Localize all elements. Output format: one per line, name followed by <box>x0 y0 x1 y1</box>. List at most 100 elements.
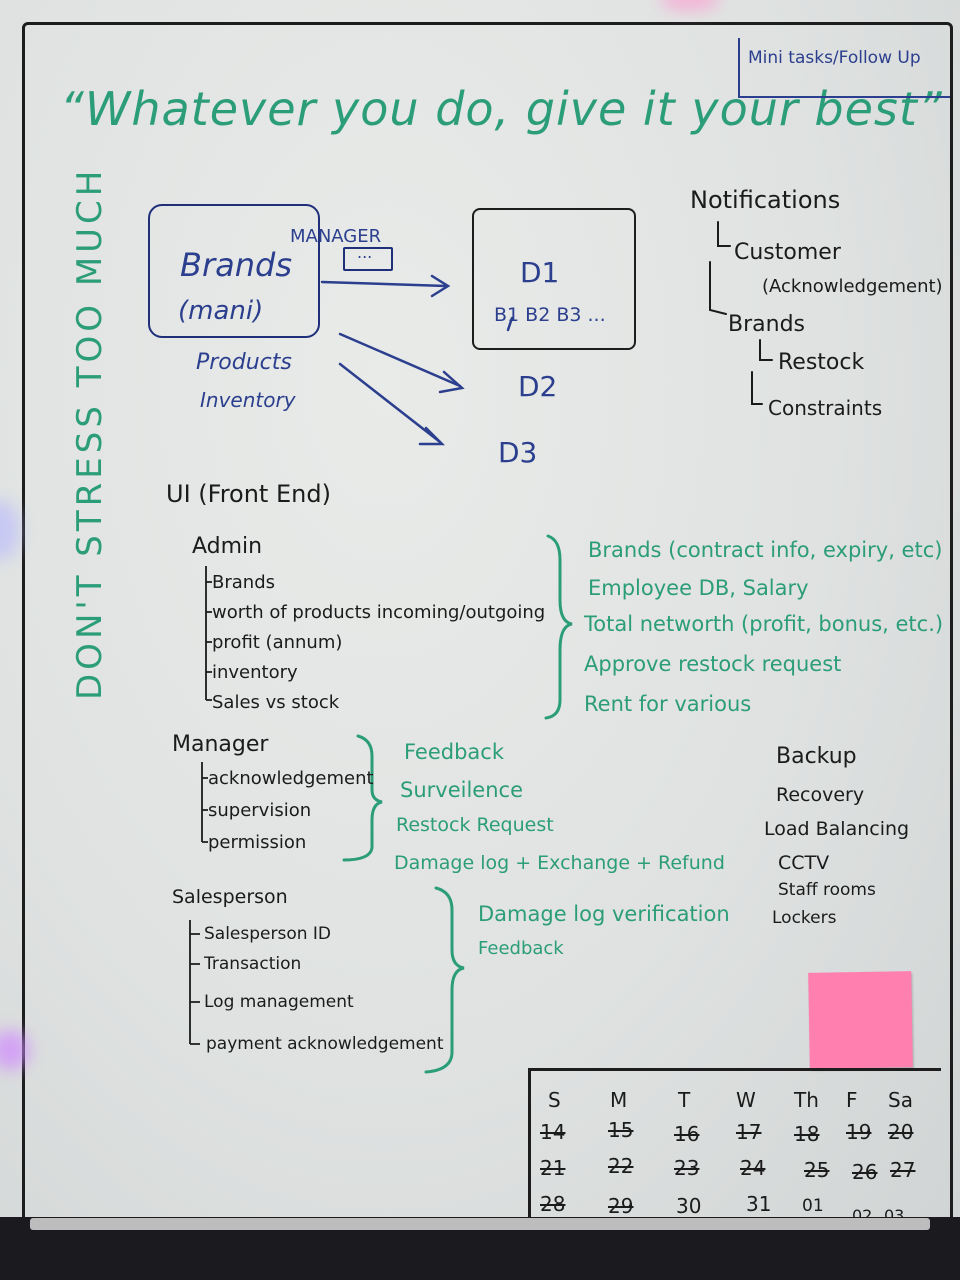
arrowhead-d3 <box>418 426 446 446</box>
mini-tasks-corner-box <box>738 38 950 98</box>
calendar-date: 20 <box>888 1120 914 1144</box>
salesperson-note: Feedback <box>478 938 564 959</box>
manager-note: Surveilence <box>400 778 523 802</box>
calendar-date: 29 <box>608 1194 634 1218</box>
admin-item: worth of products incoming/outgoing <box>212 602 546 623</box>
calendar-day-header: M <box>610 1088 628 1112</box>
notification-item: Restock <box>778 350 865 375</box>
tree-branch <box>709 261 727 315</box>
ops-item: Load Balancing <box>764 818 910 840</box>
calendar-date: 31 <box>746 1192 772 1216</box>
ops-item: Staff rooms <box>778 880 876 900</box>
admin-item: inventory <box>212 662 298 683</box>
tree-branch <box>759 339 773 361</box>
manager-brace <box>342 734 383 862</box>
manager-note: Damage log + Exchange + Refund <box>394 852 725 874</box>
notification-item: Brands <box>728 312 805 337</box>
manager-item: supervision <box>208 800 312 821</box>
calendar-date: 21 <box>540 1156 566 1180</box>
d1-box <box>472 208 636 350</box>
manager-label: MANAGER <box>290 226 382 247</box>
motivational-quote: “Whatever you do, give it your best” <box>60 82 943 136</box>
ops-item: Recovery <box>776 784 865 806</box>
manager-item: permission <box>208 832 307 853</box>
calendar-date: 25 <box>804 1158 830 1182</box>
mini-tasks-header: Mini tasks/Follow Up <box>748 48 921 68</box>
ops-item: CCTV <box>778 852 830 874</box>
calendar-day-header: W <box>736 1088 756 1112</box>
calendar-date: 30 <box>676 1194 702 1218</box>
inventory-label: Inventory <box>200 388 296 412</box>
admin-note: Approve restock request <box>584 652 842 676</box>
manager-note: Restock Request <box>396 814 554 836</box>
calendar-date: 15 <box>608 1118 634 1142</box>
tree-branch <box>751 371 763 405</box>
calendar-date: 28 <box>540 1192 566 1216</box>
salesperson-brace <box>424 886 465 1074</box>
salesperson-item: Salesperson ID <box>204 924 332 944</box>
admin-item: profit (annum) <box>212 632 343 653</box>
salesperson-item: payment acknowledgement <box>206 1034 444 1054</box>
admin-note: Total networth (profit, bonus, etc.) <box>584 612 944 636</box>
manager-box: ... <box>343 243 393 271</box>
salesperson-item: Transaction <box>204 954 302 974</box>
manager-title: Manager <box>172 732 269 757</box>
brands-box <box>148 204 320 338</box>
calendar-date: 22 <box>608 1154 634 1178</box>
admin-item: Brands <box>212 572 275 593</box>
notifications-title: Notifications <box>690 186 841 214</box>
calendar <box>528 1068 941 1221</box>
salesperson-item: Log management <box>204 992 354 1012</box>
calendar-day-header: Th <box>794 1088 819 1112</box>
calendar-date: 27 <box>890 1158 916 1182</box>
arrow-to-d1 <box>320 280 448 288</box>
ui-heading: UI (Front End) <box>166 480 331 508</box>
ops-item: Lockers <box>772 908 837 928</box>
calendar-date: 14 <box>540 1120 566 1144</box>
calendar-date: 19 <box>846 1120 872 1144</box>
d1-label: D1 <box>520 256 560 289</box>
admin-title: Admin <box>192 534 263 559</box>
notification-item: Constraints <box>768 396 883 420</box>
brands-label: Brands <box>180 246 292 284</box>
salesperson-title: Salesperson <box>172 886 288 908</box>
arrowhead-d1 <box>430 274 451 298</box>
sticky-note[interactable] <box>808 971 913 1069</box>
salesperson-note: Damage log verification <box>478 902 730 926</box>
calendar-date: 17 <box>736 1120 762 1144</box>
tree-branch <box>717 221 731 247</box>
products-label: Products <box>196 350 292 375</box>
calendar-date: 26 <box>852 1160 878 1184</box>
calendar-date: 16 <box>674 1122 700 1146</box>
brands-owner-label: (mani) <box>178 296 264 326</box>
notification-item: (Acknowledgement) <box>762 276 943 297</box>
manager-item: acknowledgement <box>208 768 374 789</box>
d2-label: D2 <box>518 370 558 403</box>
ops-item: Backup <box>776 744 857 769</box>
admin-note: Employee DB, Salary <box>588 576 809 600</box>
d1-caret <box>506 316 514 332</box>
calendar-day-header: S <box>548 1088 561 1112</box>
calendar-day-header: T <box>678 1088 691 1112</box>
arrow-to-d3 <box>338 362 442 444</box>
admin-note: Brands (contract info, expiry, etc) <box>588 538 943 562</box>
admin-item: Sales vs stock <box>212 692 340 713</box>
calendar-date: 01 <box>802 1196 824 1216</box>
arrowhead-d2 <box>438 370 465 394</box>
admin-note: Rent for various <box>584 692 752 716</box>
arrow-to-d2 <box>338 332 462 388</box>
notification-item: Customer <box>734 240 841 265</box>
d3-label: D3 <box>498 436 538 469</box>
light-glow <box>0 500 20 560</box>
calendar-day-header: Sa <box>888 1088 913 1112</box>
light-glow <box>660 0 720 10</box>
calendar-date: 23 <box>674 1156 700 1180</box>
calendar-date: 18 <box>794 1122 820 1146</box>
admin-brace <box>544 534 573 720</box>
calendar-date: 24 <box>740 1156 766 1180</box>
d1-contents: B1 B2 B3 ... <box>494 304 606 326</box>
marker-tray <box>30 1218 930 1230</box>
